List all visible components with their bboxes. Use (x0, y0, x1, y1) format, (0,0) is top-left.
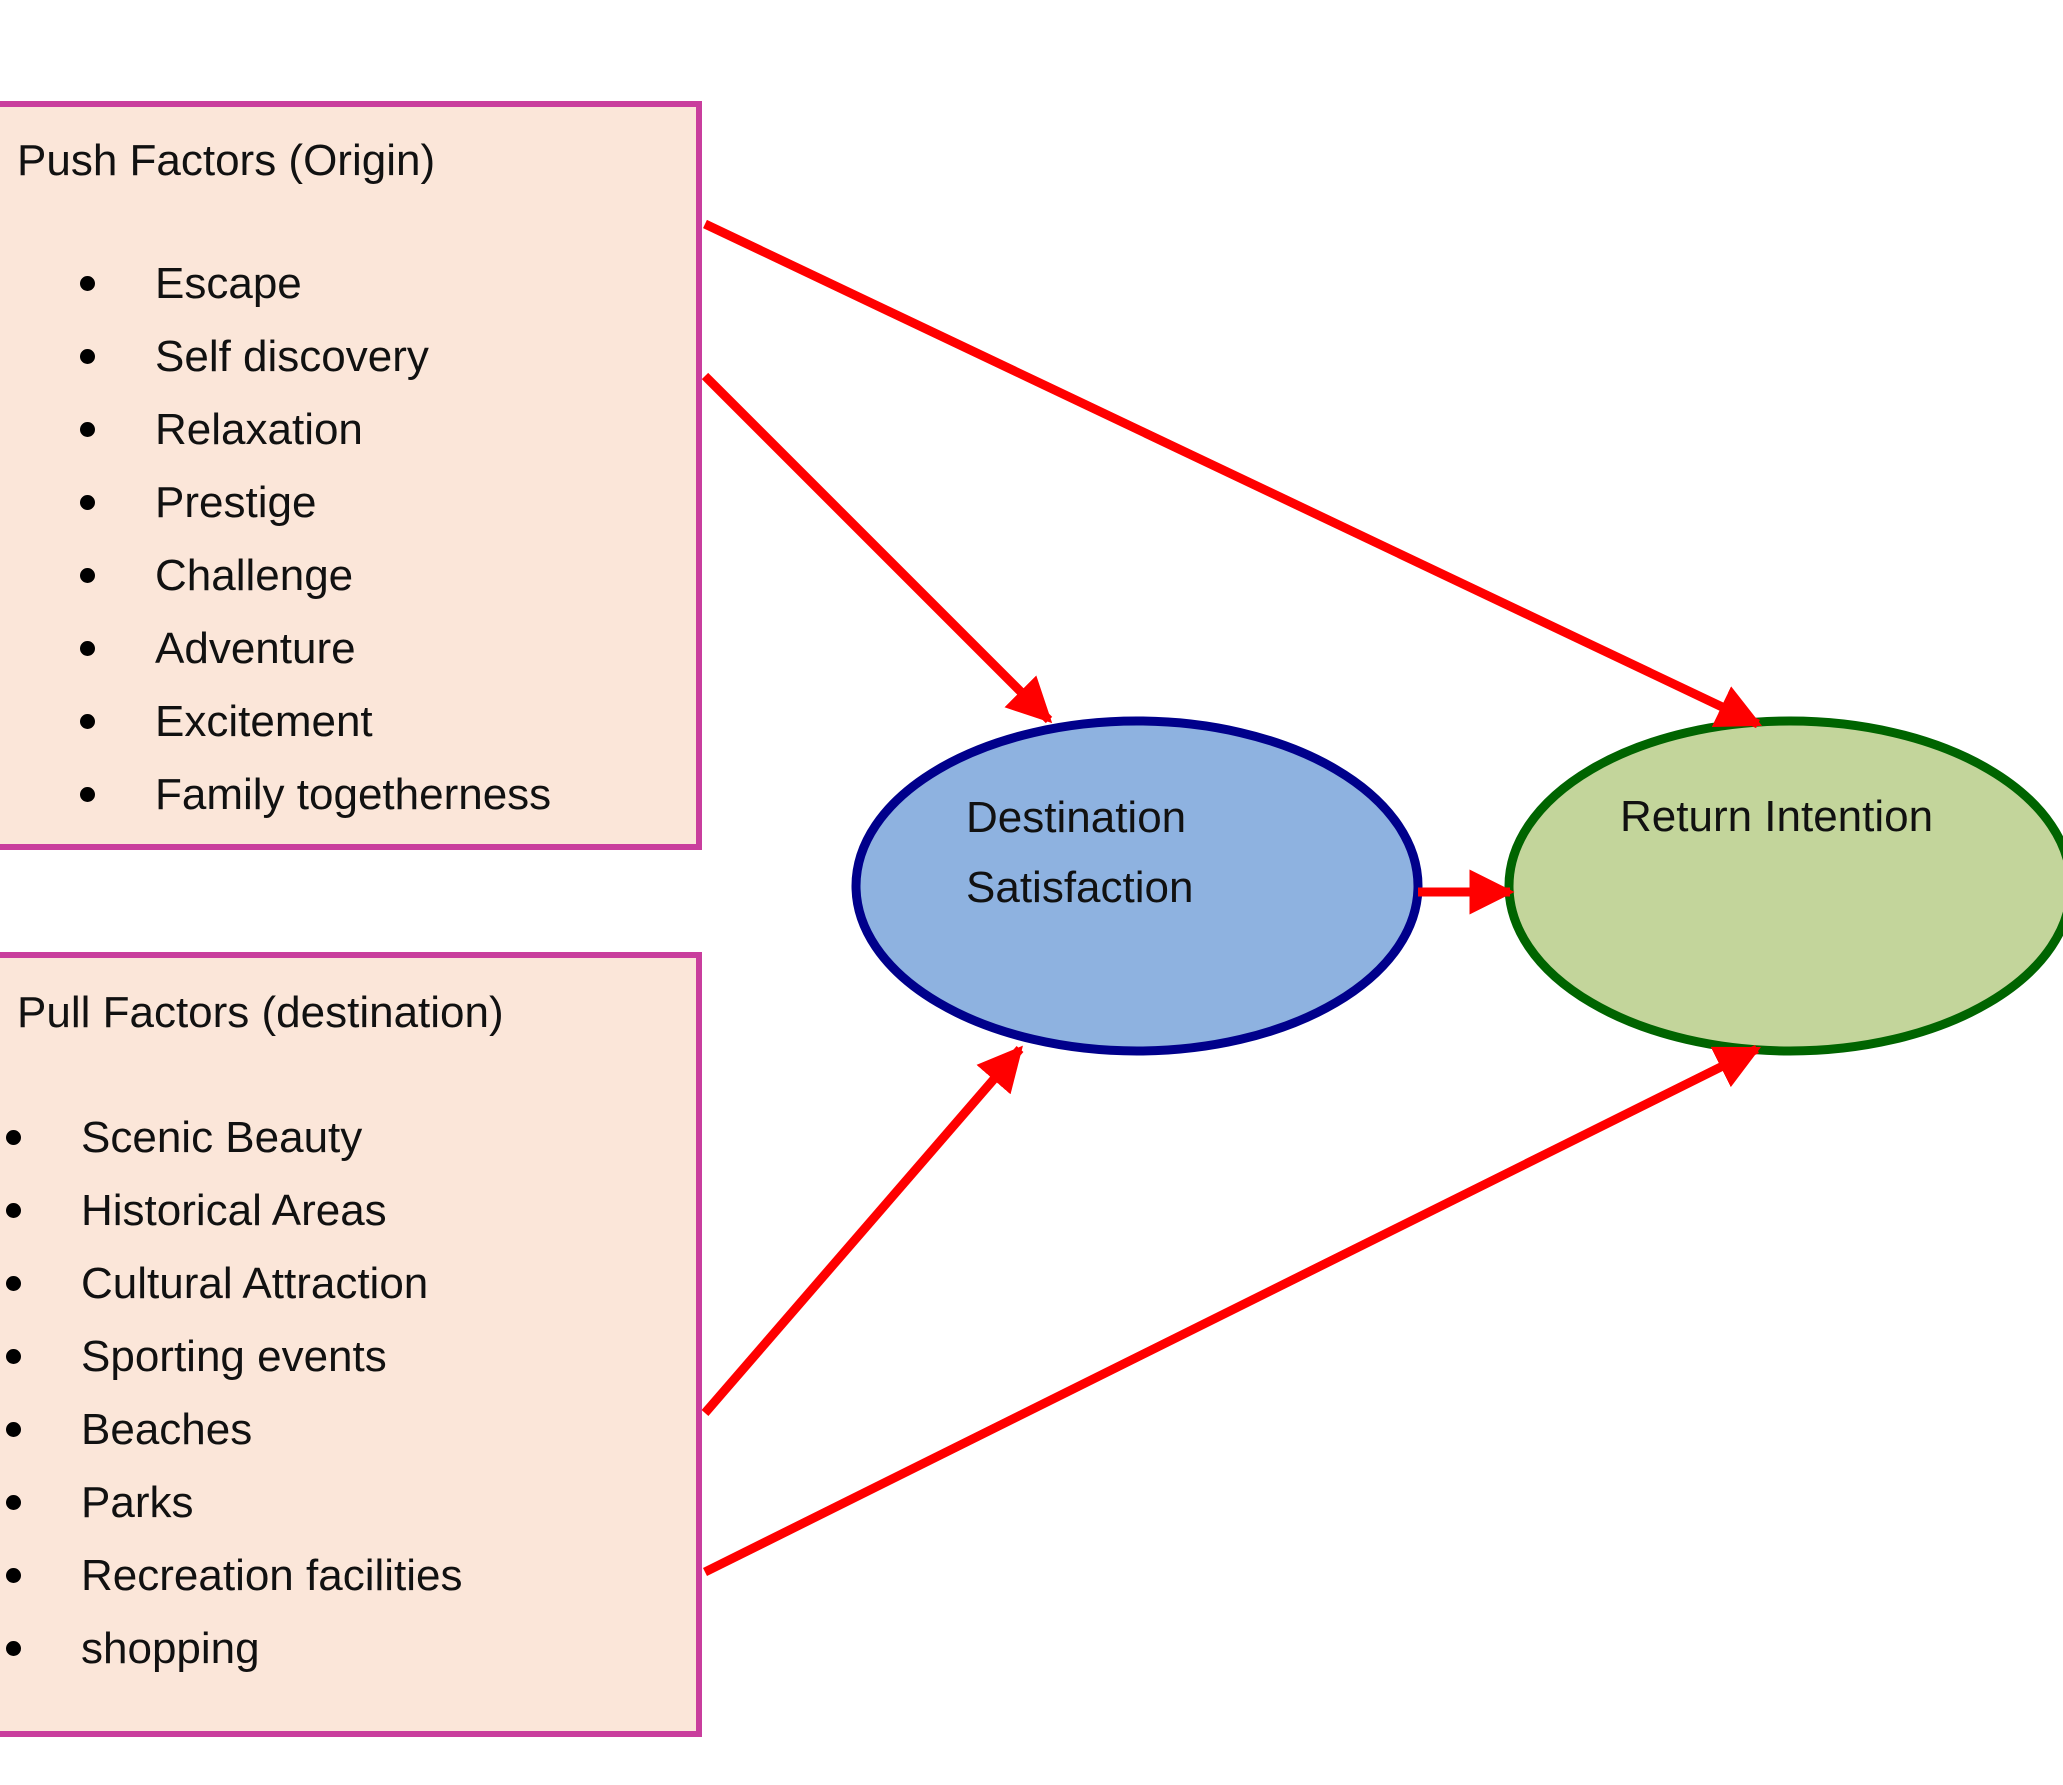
push-factor-label: Self discovery (155, 332, 429, 381)
pull-factor-label: Parks (81, 1478, 194, 1527)
return-intention-label: Return Intention (1620, 792, 1934, 841)
bullet-icon (80, 349, 95, 364)
bullet-icon (6, 1130, 21, 1145)
pull-factor-label: shopping (81, 1624, 260, 1673)
pull-factor-label: Recreation facilities (81, 1551, 463, 1600)
bullet-icon (6, 1349, 21, 1364)
bullet-icon (6, 1276, 21, 1291)
destination-satisfaction-line-1: Destination (966, 793, 1187, 842)
push-factor-label: Escape (155, 259, 302, 308)
bullet-icon (6, 1203, 21, 1218)
arrow-pull-to-satisfaction (701, 1045, 1024, 1416)
destination-satisfaction-line-2: Satisfaction (966, 863, 1194, 912)
pull-factor-label: Scenic Beauty (81, 1113, 363, 1162)
arrow-push-to-return-intention (703, 219, 1763, 729)
push-factor-label: Excitement (155, 697, 373, 746)
push-factors-box: Push Factors (Origin) Escape Self discov… (0, 101, 702, 850)
destination-satisfaction-ellipse (851, 716, 1423, 1056)
bullet-icon (6, 1495, 21, 1510)
bullet-icon (80, 641, 95, 656)
push-factors-title: Push Factors (Origin) (17, 136, 436, 185)
bullet-icon (6, 1568, 21, 1583)
push-factor-label: Relaxation (155, 405, 363, 454)
push-factor-label: Prestige (155, 478, 317, 527)
bullet-icon (6, 1641, 21, 1656)
return-intention-ellipse (1504, 716, 2063, 1056)
bullet-icon (80, 568, 95, 583)
arrow-push-to-satisfaction (701, 372, 1053, 724)
push-factor-label: Challenge (155, 551, 354, 600)
push-factor-label: Family togetherness (155, 770, 552, 819)
bullet-icon (80, 422, 95, 437)
pull-factors-title: Pull Factors (destination) (17, 988, 504, 1037)
bullet-icon (80, 495, 95, 510)
destination-satisfaction-label: Destination Satisfaction (966, 783, 1206, 923)
arrow-pull-to-return-intention (702, 1044, 1762, 1577)
bullet-icon (80, 787, 95, 802)
pull-factor-label: Historical Areas (81, 1186, 387, 1235)
pull-factor-label: Beaches (81, 1405, 253, 1454)
pull-factors-box: Pull Factors (destination) Scenic Beauty… (0, 952, 702, 1737)
push-factor-label: Adventure (155, 624, 356, 673)
bullet-icon (80, 276, 95, 291)
pull-factor-label: Sporting events (81, 1332, 387, 1381)
bullet-icon (80, 714, 95, 729)
bullet-icon (6, 1422, 21, 1437)
pull-factor-label: Cultural Attraction (81, 1259, 429, 1308)
